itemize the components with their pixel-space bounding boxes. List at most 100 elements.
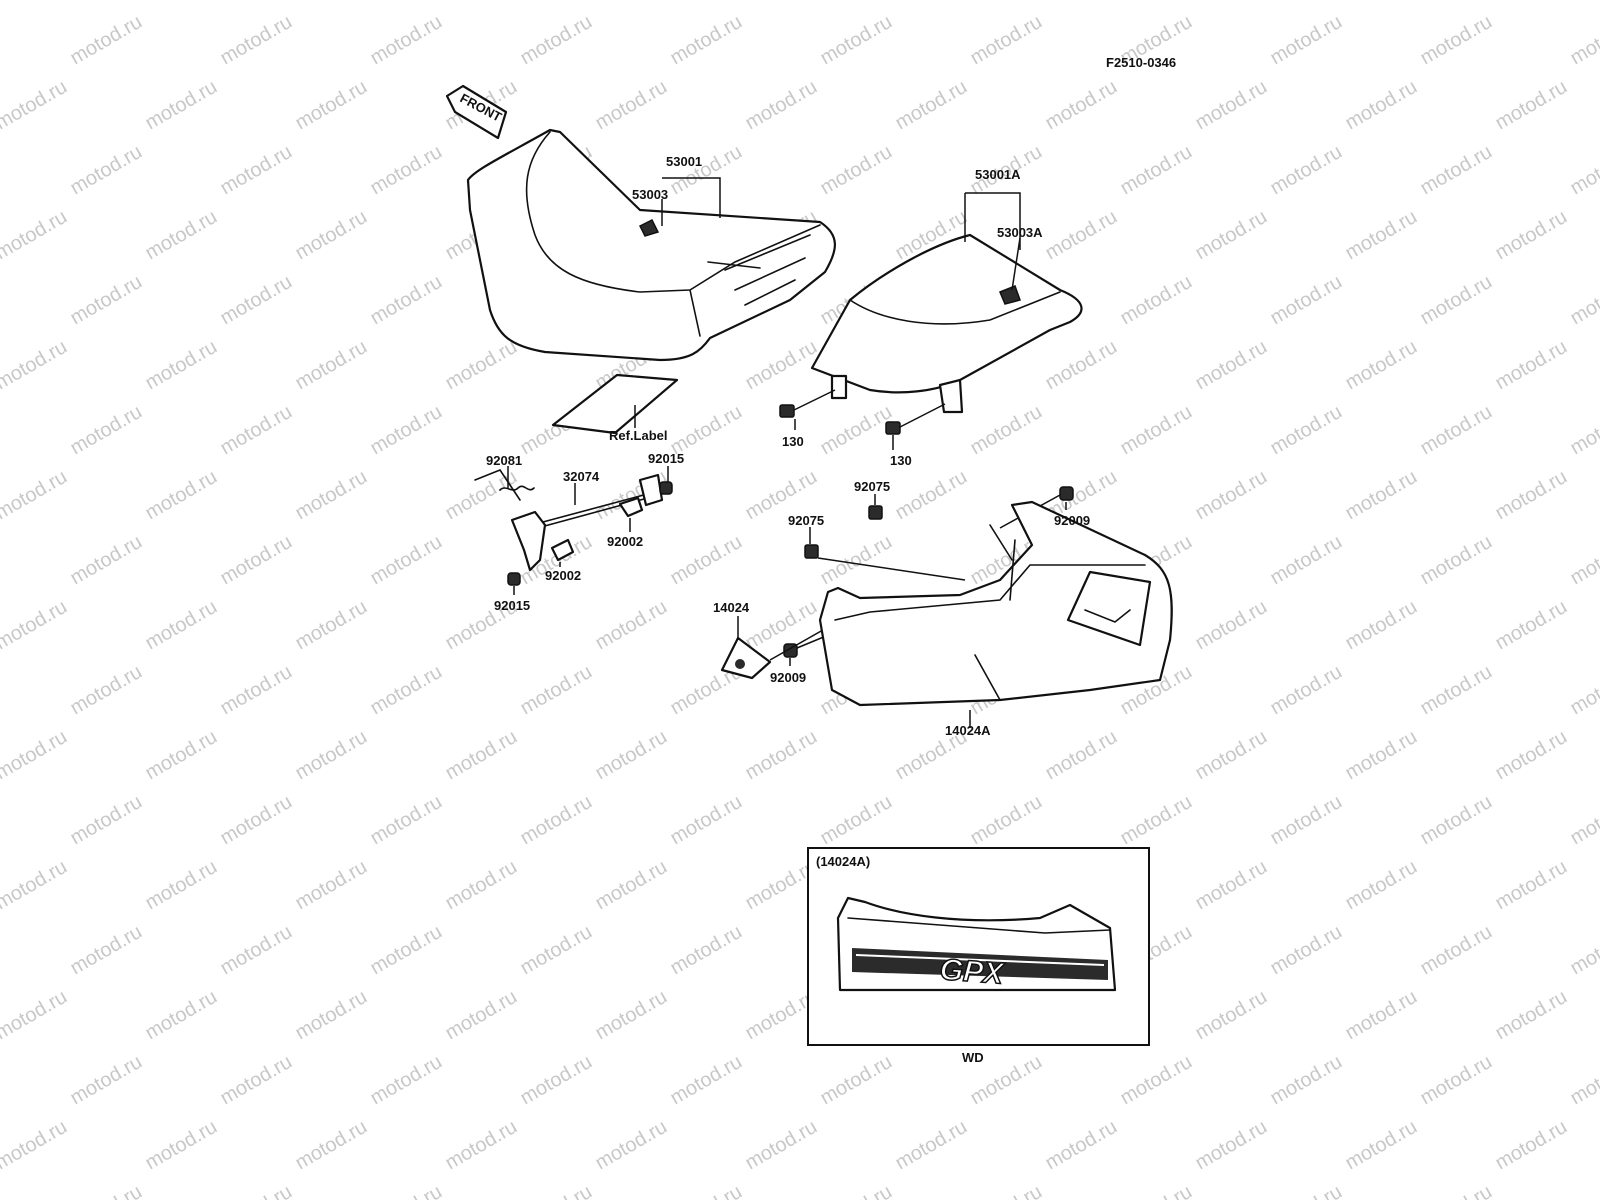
watermark-text: motod.ru [1042, 336, 1121, 395]
rear-seat-cover [810, 233, 1083, 394]
watermark-text: motod.ru [1567, 11, 1600, 70]
watermark-text: motod.ru [592, 76, 671, 135]
watermark-text: motod.ru [1267, 271, 1346, 330]
watermark-text: motod.ru [142, 596, 221, 655]
label-92075-a: 92075 [854, 479, 890, 494]
watermark-text: motod.ru [0, 0, 71, 4]
bolt-130-a [779, 389, 836, 418]
watermark-text: motod.ru [1492, 726, 1571, 785]
watermark-text: motod.ru [892, 0, 971, 4]
variant-inset: (14024A) GPX WD [807, 847, 1150, 1065]
label-92009-b: 92009 [770, 670, 806, 685]
watermark-text: motod.ru [1192, 0, 1271, 4]
watermark-text: motod.ru [367, 921, 446, 980]
watermark-text: motod.ru [1492, 856, 1571, 915]
watermark-text: motod.ru [142, 466, 221, 525]
watermark-text: motod.ru [1567, 791, 1600, 850]
leader-lines [507, 177, 1067, 728]
watermark-text: motod.ru [1492, 596, 1571, 655]
watermark-text: motod.ru [217, 791, 296, 850]
label-92015-a: 92015 [648, 451, 684, 466]
watermark-text: motod.ru [442, 986, 521, 1045]
watermark-text: motod.ru [1342, 466, 1421, 525]
watermark-text: motod.ru [67, 1051, 146, 1110]
label-92002-a: 92002 [607, 534, 643, 549]
watermark-text: motod.ru [892, 76, 971, 135]
watermark-text: motod.ru [367, 661, 446, 720]
watermark-text: motod.ru [142, 336, 221, 395]
watermark-text: motod.ru [0, 76, 71, 135]
watermark-text: motod.ru [517, 1051, 596, 1110]
label-14024: 14024 [713, 600, 750, 615]
seat-hook-53003a [999, 285, 1021, 305]
watermark-text: motod.ru [292, 206, 371, 265]
watermark-text: motod.ru [1567, 401, 1600, 460]
watermark-text: motod.ru [367, 401, 446, 460]
watermark-text: motod.ru [517, 1181, 596, 1200]
watermark-text: motod.ru [292, 466, 371, 525]
pin-92002-bottom [550, 538, 575, 562]
watermark-text: motod.ru [367, 531, 446, 590]
label-92009-a: 92009 [1054, 513, 1090, 528]
watermark-text: motod.ru [592, 596, 671, 655]
reference-label-plate [551, 373, 679, 435]
rear-bracket-right [938, 378, 964, 414]
watermark-text: motod.ru [142, 76, 221, 135]
watermark-text: motod.ru [217, 401, 296, 460]
watermark-text: motod.ru [1492, 0, 1571, 4]
watermark-text: motod.ru [1267, 921, 1346, 980]
watermark-text: motod.ru [367, 791, 446, 850]
watermark-text: motod.ru [442, 0, 521, 4]
watermark-text: motod.ru [1342, 206, 1421, 265]
watermark-text: motod.ru [142, 0, 221, 4]
watermark-text: motod.ru [0, 726, 71, 785]
watermark-text: motod.ru [1342, 76, 1421, 135]
bolt-130-b [885, 403, 946, 435]
label-92075-b: 92075 [788, 513, 824, 528]
watermark-text: motod.ru [1417, 791, 1496, 850]
watermark-text: motod.ru [367, 271, 446, 330]
watermark-text: motod.ru [67, 1181, 146, 1200]
watermark-text: motod.ru [1192, 1116, 1271, 1175]
watermark-text: motod.ru [1417, 271, 1496, 330]
watermark-text: motod.ru [292, 0, 371, 4]
watermark-text: motod.ru [1192, 336, 1271, 395]
watermark-text: motod.ru [1042, 0, 1121, 4]
watermark-text: motod.ru [1042, 726, 1121, 785]
inset-caption: WD [962, 1050, 984, 1065]
watermark-text: motod.ru [442, 1116, 521, 1175]
label-53001a: 53001A [975, 167, 1021, 182]
watermark-text: motod.ru [292, 726, 371, 785]
watermark-text: motod.ru [1192, 76, 1271, 135]
watermark-text: motod.ru [217, 271, 296, 330]
watermark-text: motod.ru [1117, 401, 1196, 460]
watermark-text: motod.ru [1417, 661, 1496, 720]
watermark-text: motod.ru [1417, 1051, 1496, 1110]
watermark-text: motod.ru [142, 1116, 221, 1175]
watermark-text: motod.ru [67, 921, 146, 980]
nut-92075-a [868, 505, 883, 520]
watermark-text: motod.ru [517, 11, 596, 70]
watermark-text: motod.ru [0, 596, 71, 655]
watermark-text: motod.ru [967, 401, 1046, 460]
watermark-text: motod.ru [217, 531, 296, 590]
watermark-text: motod.ru [442, 336, 521, 395]
label-130-b: 130 [890, 453, 912, 468]
watermark-text: motod.ru [142, 726, 221, 785]
watermark-text: motod.ru [292, 986, 371, 1045]
watermark-text: motod.ru [592, 856, 671, 915]
watermark-text: motod.ru [67, 401, 146, 460]
watermark-text: motod.ru [1567, 141, 1600, 200]
watermark-text: motod.ru [967, 1181, 1046, 1200]
label-53003a: 53003A [997, 225, 1043, 240]
watermark-text: motod.ru [817, 791, 896, 850]
screw-92009-a [1059, 486, 1074, 501]
watermark-text: motod.ru [1192, 466, 1271, 525]
watermark-text: motod.ru [592, 1116, 671, 1175]
watermark-text: motod.ru [1567, 661, 1600, 720]
watermark-text: motod.ru [0, 986, 71, 1045]
watermark-text: motod.ru [742, 76, 821, 135]
watermark-text: motod.ru [1192, 856, 1271, 915]
watermark-text: motod.ru [1567, 271, 1600, 330]
watermark-text: motod.ru [667, 531, 746, 590]
